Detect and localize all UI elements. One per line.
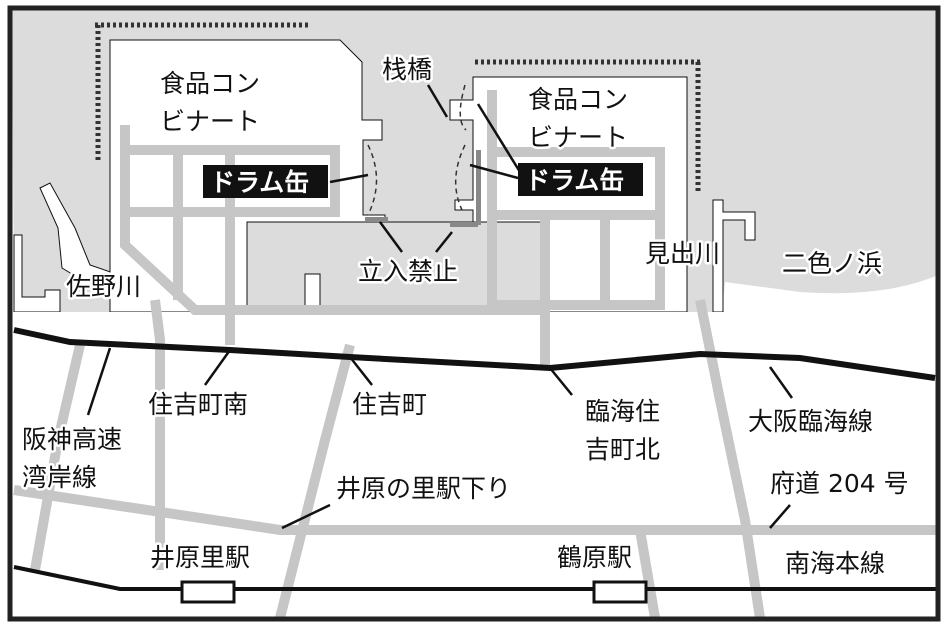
ihara-station-marker [180, 580, 236, 604]
osaka-rinkai-label: 大阪臨海線 [748, 407, 873, 436]
seawall-left [95, 22, 310, 160]
hanshin-label-2: 湾岸線 [22, 463, 97, 492]
food-complex-right-label-1: 食品コン [528, 85, 628, 114]
nishikinohama-label: 二色ノ浜 [782, 249, 882, 278]
hanshin-label-1: 阪神高速 [22, 425, 122, 454]
food-complex-right-label-2: ビナート [528, 123, 628, 152]
sumiyoshicho-minami-label: 住吉町南 [148, 390, 248, 419]
tsuruhara-station-label: 鶴原駅 [557, 543, 632, 572]
prefectural-road-label: 府道 204 号 [770, 469, 909, 498]
mide-river-label: 見出川 [645, 239, 720, 268]
drum-right-badge [518, 163, 643, 196]
drum-left-label: ドラム缶 [210, 168, 309, 197]
tsuruhara-station-marker [592, 580, 648, 604]
sano-river-label: 佐野川 [66, 272, 141, 301]
ihara-ramp-label: 井原の里駅下り [336, 474, 511, 503]
rinkai-label-1: 臨海住 [585, 397, 660, 426]
leader-lines [86, 84, 794, 530]
drum-left-badge [203, 165, 328, 198]
drum-right-label: ドラム缶 [525, 166, 624, 195]
roads [13, 90, 936, 620]
map-frame [7, 5, 941, 622]
no-entry-label: 立入禁止 [358, 257, 458, 286]
rinkai-label-2: 吉町北 [585, 435, 660, 464]
ihara-station-label: 井原里駅 [150, 543, 250, 572]
nankai-railway [13, 565, 936, 591]
pier-label: 栈橋 [382, 55, 432, 84]
seawall-right [475, 59, 701, 193]
hanshin-expressway [13, 327, 936, 381]
food-complex-left-label-2: ビナート [160, 107, 260, 136]
nankai-line-label: 南海本線 [785, 549, 885, 578]
sumiyoshicho-label: 住吉町 [352, 390, 427, 419]
food-complex-left-label-1: 食品コン [160, 69, 260, 98]
